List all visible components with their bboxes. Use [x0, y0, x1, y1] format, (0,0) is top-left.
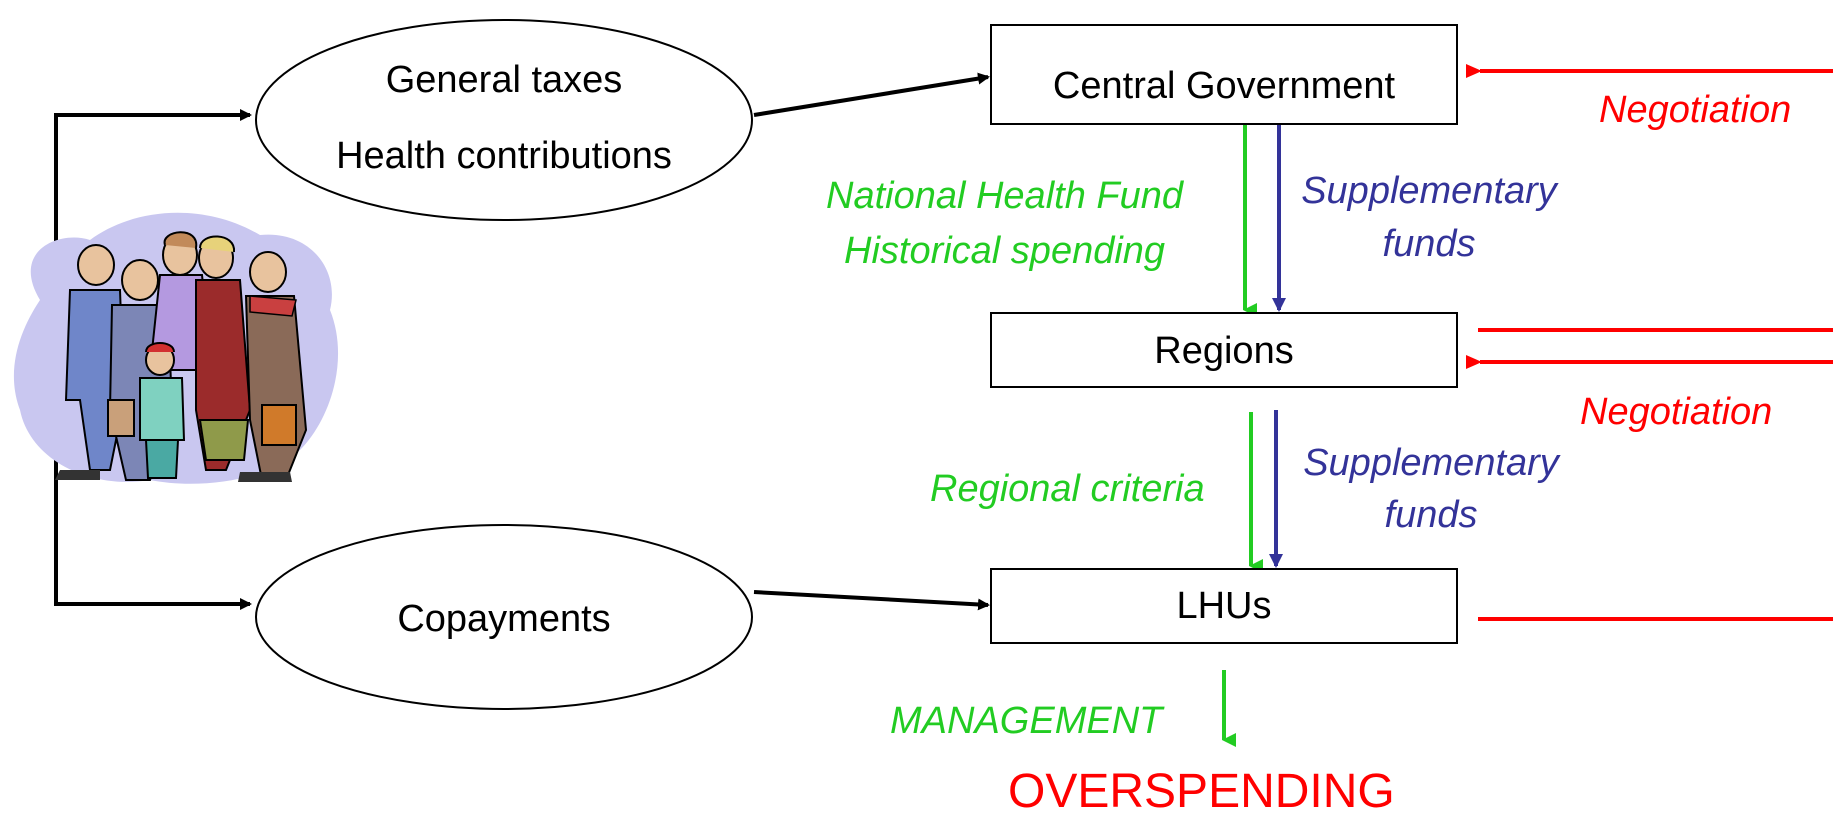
people-to-taxes-connector	[54, 109, 252, 300]
regions-box: Regions	[990, 312, 1458, 388]
copayments-to-lhus-arrow	[753, 590, 990, 611]
overspending-label: OVERSPENDING	[1008, 765, 1395, 818]
supplementary-funds-1-line2: funds	[1382, 223, 1476, 265]
health-contributions-label: Health contributions	[336, 135, 672, 177]
general-taxes-label: General taxes	[385, 59, 623, 101]
historical-spending-label: Historical spending	[844, 230, 1166, 272]
copayments-label: Copayments	[397, 598, 611, 640]
lhus-label: LHUs	[1176, 585, 1272, 627]
supplementary-funds-1-line1: Supplementary	[1301, 170, 1557, 212]
ellipse-taxes	[255, 19, 753, 221]
central-government-label: Central Government	[1052, 65, 1396, 107]
lhus-box: LHUs	[990, 568, 1458, 644]
negotiation-label-2: Negotiation	[1580, 391, 1773, 433]
blue-arrowhead-2	[1269, 554, 1283, 568]
supplementary-funds-2-line1: Supplementary	[1303, 442, 1559, 484]
people-to-copayments-connector	[54, 460, 252, 610]
blue-arrowhead-1	[1272, 298, 1286, 312]
regional-criteria-label: Regional criteria	[930, 468, 1205, 510]
taxes-to-central-arrow	[753, 72, 990, 117]
ellipse-copayments	[255, 524, 753, 710]
central-government-box: Central Government	[990, 24, 1458, 125]
management-label: MANAGEMENT	[890, 700, 1163, 742]
national-health-fund-label: National Health Fund	[826, 175, 1183, 217]
negotiation-label-1: Negotiation	[1599, 89, 1792, 131]
regions-label: Regions	[1154, 330, 1294, 372]
supplementary-funds-2-line2: funds	[1384, 494, 1478, 536]
people-icon	[13, 212, 339, 484]
